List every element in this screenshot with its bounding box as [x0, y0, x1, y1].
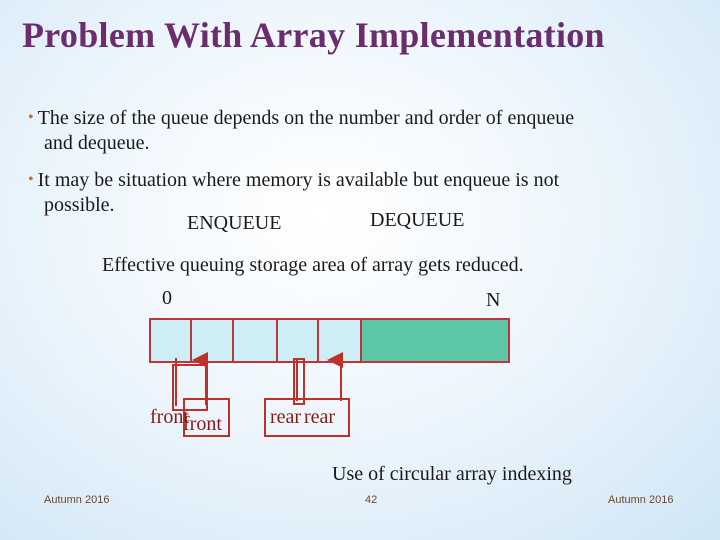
- array-cell-5: [360, 318, 510, 363]
- page-number: 42: [365, 494, 378, 506]
- rear-new-box: [264, 398, 350, 437]
- bullet-dot-icon: •: [28, 171, 34, 188]
- front-new-box: [183, 398, 230, 437]
- index-end-label: N: [486, 289, 501, 311]
- dequeue-label: DEQUEUE: [370, 209, 465, 231]
- footer-right: Autumn 2016: [608, 494, 674, 506]
- bullet-1: •The size of the queue depends on the nu…: [28, 105, 574, 156]
- rear-new-label: rear: [304, 406, 336, 428]
- bullet-1-line-2: and dequeue.: [44, 132, 150, 154]
- bullet-1-line-1: The size of the queue depends on the num…: [37, 107, 575, 129]
- enqueue-label: ENQUEUE: [187, 212, 282, 234]
- front-new-label: front: [183, 413, 222, 435]
- footer-left: Autumn 2016: [44, 494, 110, 506]
- array-cell-0: [149, 318, 192, 363]
- bullet-2-line-1: It may be situation where memory is avai…: [37, 169, 560, 191]
- effective-storage-caption: Effective queuing storage area of array …: [102, 254, 524, 276]
- array-cell-3: [276, 318, 319, 363]
- bullet-2: •It may be situation where memory is ava…: [28, 167, 559, 218]
- rear-old-box: [293, 358, 305, 405]
- circular-indexing-caption: Use of circular array indexing: [332, 463, 572, 485]
- slide-title: Problem With Array Implementation: [22, 15, 605, 55]
- front-old-box: [172, 364, 208, 411]
- front-old-label: front: [150, 406, 189, 428]
- bullet-2-line-2: possible.: [44, 194, 115, 216]
- index-start-label: 0: [162, 287, 172, 309]
- bullet-dot-icon: •: [28, 109, 34, 126]
- rear-old-label: rear: [270, 406, 302, 428]
